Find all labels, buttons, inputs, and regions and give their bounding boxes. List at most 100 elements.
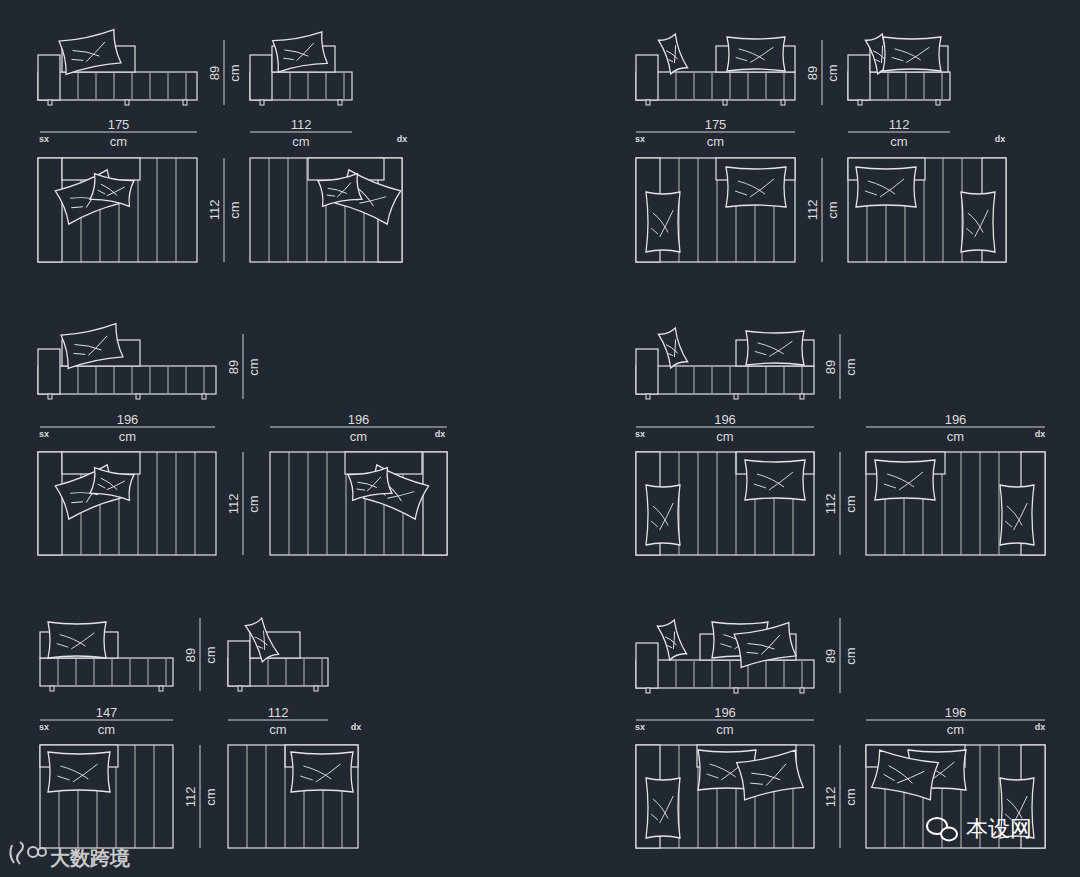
width-dimension: 196 [714,413,736,426]
cushion-outline [348,468,392,501]
leg [936,100,940,105]
cushion-symbol [856,167,916,207]
tuft-line [942,73,943,99]
watermark: 大数跨境 [50,848,130,868]
cushion-crease [300,764,340,782]
dimension-line [40,132,197,133]
plan-outline [38,158,197,262]
cushion-crease [735,179,774,197]
tuft-line [168,73,169,99]
unit-label: cm [350,430,367,443]
dimension-line [840,745,841,848]
plan-outline [38,452,216,555]
tuft-line [247,745,248,848]
cushion-crease [884,472,923,490]
plan-outline [636,158,795,262]
cushion-outline [727,37,785,71]
tuft-line [766,367,767,393]
unit-label: cm [890,135,907,148]
leg [48,100,52,105]
width-dimension: 112 [889,118,910,131]
logo-symbol [28,847,38,857]
unit-label: cm [119,430,136,443]
leg [48,394,52,399]
dimension-line [243,334,244,399]
tuft-line [308,452,309,555]
watermark: 本设网 [966,818,1032,840]
leg [734,394,738,399]
leg [858,100,862,105]
unit-label: cm [844,358,857,375]
tuft-line [326,73,327,99]
tuft-line [748,73,749,99]
cushion-outline [318,174,362,207]
cushion-symbol [734,623,796,668]
cushion-crease [355,477,383,493]
tuft-line [204,367,205,393]
unit-label: cm [716,723,733,736]
dimension-line [840,452,841,555]
armrest [636,349,658,394]
depth-dimension: 112 [824,786,837,807]
cushion-symbol [883,37,941,71]
cushion-symbol [1000,485,1034,545]
seat-body [38,366,216,394]
cushion-crease [744,635,783,658]
tuft-line [999,452,1000,555]
leg [723,100,727,105]
cushion-crease [882,763,924,788]
tuft-line [286,659,287,685]
tuft-line [784,367,785,393]
width-dimension: 196 [945,413,967,426]
tuft-line [304,659,305,685]
cushion-symbol [59,30,121,75]
cushion-outline [48,622,106,658]
cushion-symbol [318,174,362,207]
unit-label: cm [844,788,857,805]
tuft-line [698,767,699,848]
tuft-line [730,367,731,393]
depth-dimension: 112 [208,200,221,221]
cushion-crease [865,179,904,197]
cushion-crease [664,631,681,650]
cushion-symbol [727,37,785,71]
depth-dimension: 112 [824,493,837,514]
tuft-line [76,659,77,685]
tuft-line [112,659,113,685]
width-dimension: 147 [96,706,118,719]
dimension-line [822,40,823,105]
plan-outline [228,745,358,848]
leg [734,688,738,693]
cushion-crease [892,47,930,62]
tuft-line [712,367,713,393]
dimension-line [840,618,841,693]
tuft-line [168,367,169,393]
tuft-line [116,767,117,848]
unit-label: cm [247,358,260,375]
unit-label: cm [247,495,260,512]
side-marker: sx [39,723,49,732]
unit-label: cm [228,64,241,81]
armrest [636,643,658,688]
cushion-crease [665,45,682,64]
tuft-line [961,452,962,555]
tuft-line [148,659,149,685]
side-marker: dx [995,135,1006,144]
tuft-line [186,367,187,393]
tuft-line [698,452,699,555]
tuft-line [802,661,803,687]
depth-dimension: 112 [184,786,197,807]
cushion-outline [658,328,687,368]
cushion-outline [646,485,680,545]
tuft-line [736,452,737,555]
leg [136,394,140,399]
cushion-crease [755,341,793,356]
cushion-symbol [657,620,686,660]
cushion-symbol [746,331,804,365]
unit-label: cm [707,135,724,148]
armrest [636,55,658,100]
unit-label: cm [292,135,309,148]
cushion-outline [658,34,687,74]
cushion-outline [245,618,278,662]
cushion-outline [745,460,805,500]
